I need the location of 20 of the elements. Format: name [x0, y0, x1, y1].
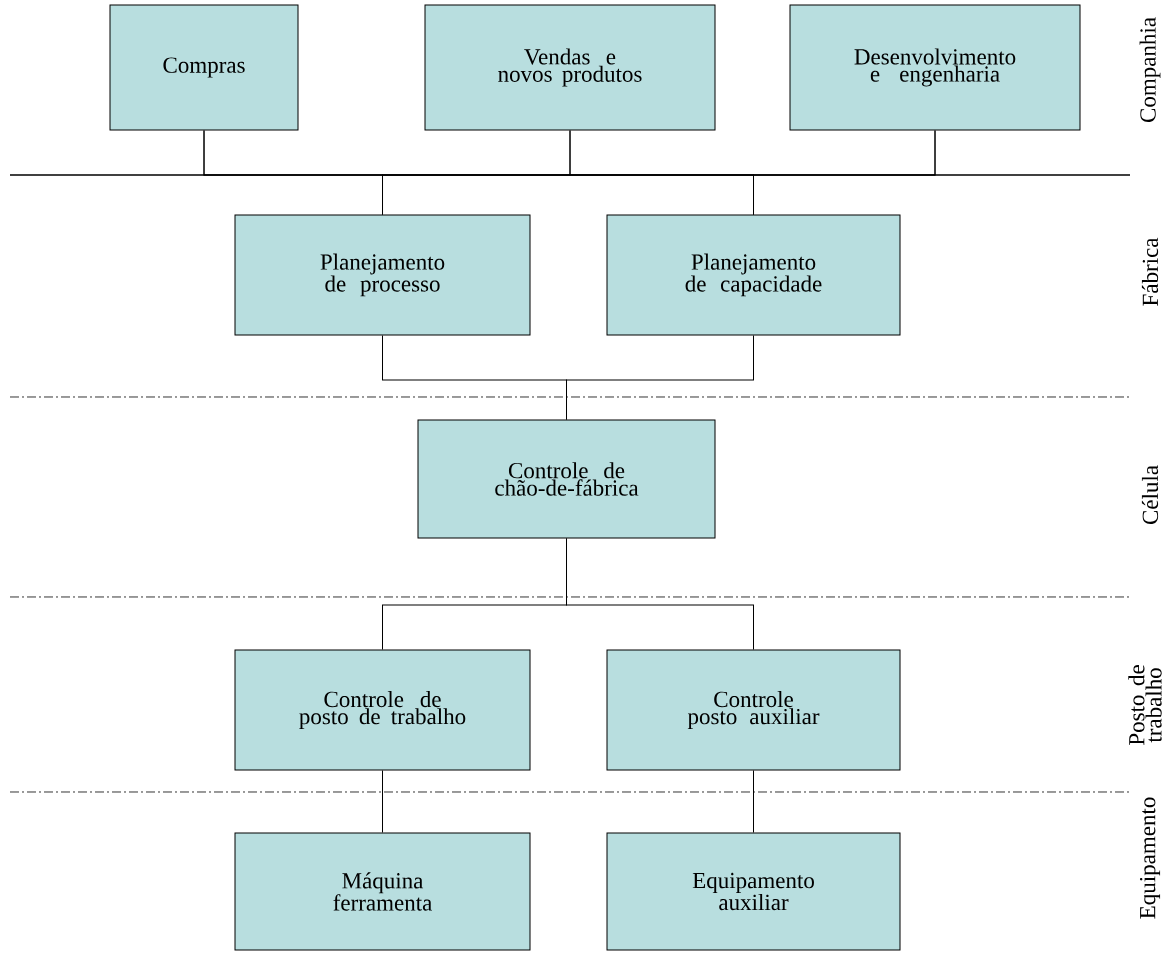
process-box: Desenvolvimento e engenharia: [789, 4, 1081, 131]
process-box: Equipamento auxiliar: [606, 832, 901, 951]
process-box: Controle de chão-de-fábrica: [417, 419, 716, 539]
connector-line: [753, 130, 936, 215]
process-box: Controle de posto de trabalho: [234, 649, 531, 771]
process-box: Controle posto auxiliar: [606, 649, 901, 771]
process-box: Compras: [109, 4, 299, 131]
connector-line: [566, 538, 754, 650]
connector-line: [566, 335, 754, 420]
connector-line: [382, 770, 383, 833]
process-box: Vendas e novos produtos: [424, 4, 716, 131]
level-label: Posto de trabalho: [1128, 665, 1162, 746]
process-box: Máquina ferramenta: [234, 832, 531, 951]
level-label: Equipamento: [1139, 797, 1161, 919]
level-label: Célula: [1141, 465, 1159, 525]
process-box: Planejamento de processo: [234, 214, 531, 336]
level-label: Companhia: [1139, 17, 1161, 123]
connector-line: [753, 770, 754, 833]
process-box: Planejamento de capacidade: [606, 214, 901, 336]
level-label: Fábrica: [1141, 237, 1159, 306]
